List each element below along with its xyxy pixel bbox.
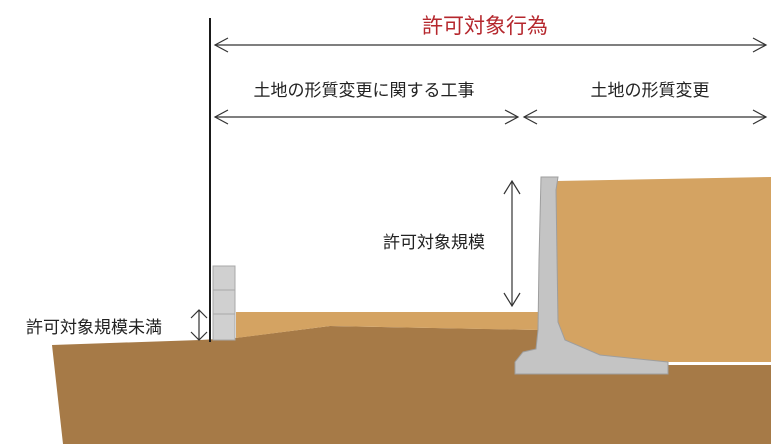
- span-left-arrow: [213, 109, 520, 125]
- fill-layer-thin: [236, 312, 538, 338]
- block-wall: [212, 265, 236, 341]
- title: 許可対象行為: [422, 14, 548, 38]
- retaining-wall: [514, 176, 669, 375]
- height-arrow: [503, 179, 521, 308]
- height-label: 許可対象規模: [383, 233, 485, 253]
- block-1: [212, 265, 236, 291]
- title-span-arrow: [213, 37, 768, 53]
- block-3: [212, 313, 236, 341]
- small-height-label: 許可対象規模未満: [26, 318, 162, 338]
- block-2: [212, 289, 236, 315]
- small-height-arrow: [190, 309, 208, 341]
- span-right-label: 土地の形質変更: [591, 81, 710, 101]
- embankment-fill: [556, 177, 771, 362]
- span-left-label: 土地の形質変更に関する工事: [254, 81, 475, 101]
- span-right-arrow: [522, 109, 768, 125]
- ground-earth: [52, 326, 771, 444]
